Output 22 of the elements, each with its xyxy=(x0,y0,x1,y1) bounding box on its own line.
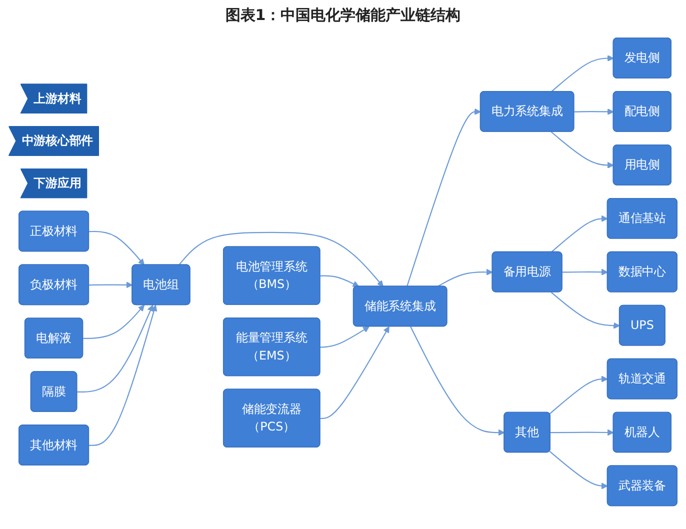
arrow xyxy=(550,132,614,169)
arrow xyxy=(437,269,493,288)
arrow xyxy=(83,304,145,340)
arrow xyxy=(550,216,608,253)
arrow xyxy=(320,326,370,348)
arrow xyxy=(549,376,608,414)
arrow xyxy=(89,282,133,288)
arrow xyxy=(410,326,505,436)
arrow xyxy=(550,292,620,330)
diagram-title: 图表1：中国电化学储能产业链结构 xyxy=(224,5,462,26)
arrow xyxy=(550,429,614,436)
arrow xyxy=(406,108,481,287)
arrow xyxy=(574,108,614,116)
arrow xyxy=(89,304,158,446)
arrow xyxy=(549,451,608,490)
arrow xyxy=(550,55,614,92)
arrow xyxy=(320,275,360,287)
arrow xyxy=(320,326,390,420)
arrow xyxy=(178,232,384,287)
arrow xyxy=(89,231,145,266)
arrow xyxy=(77,304,154,393)
arrow xyxy=(562,268,608,276)
